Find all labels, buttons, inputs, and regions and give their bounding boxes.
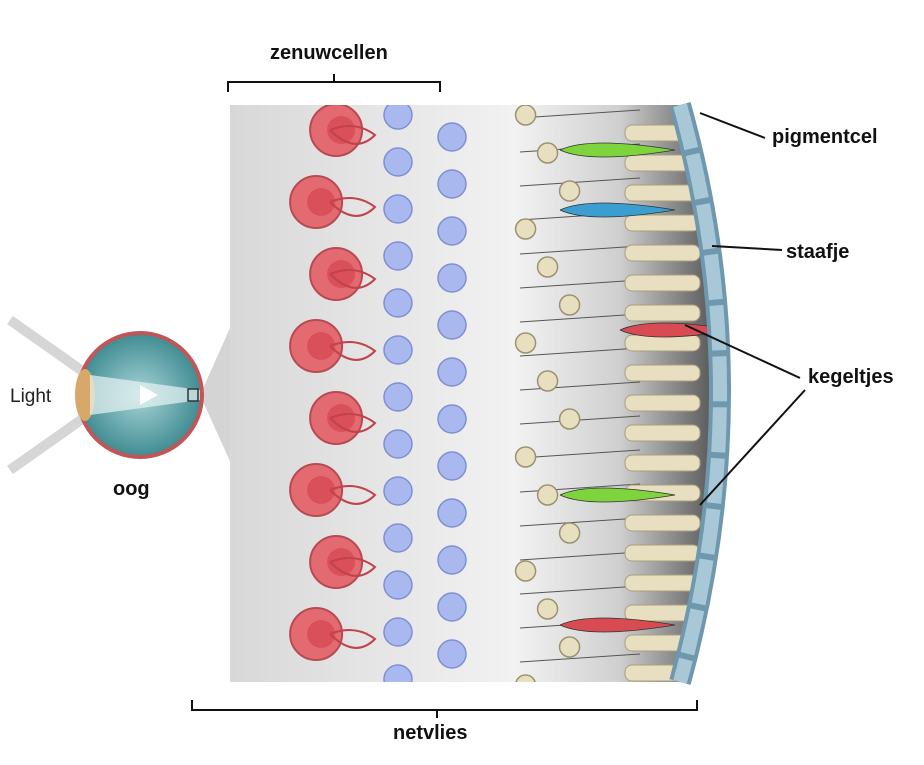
bipolar-cell <box>437 498 467 528</box>
ganglion-nucleus <box>327 404 356 432</box>
photoreceptor-body <box>536 142 559 164</box>
dendrite <box>329 269 377 289</box>
amacrine-cell <box>383 523 413 553</box>
bipolar-cell <box>437 639 467 669</box>
cone-cell <box>559 202 676 218</box>
bipolar-cell <box>437 169 467 199</box>
photoreceptor-body <box>558 294 581 316</box>
axon-line <box>519 381 641 391</box>
pigment-cell-label: pigmentcel <box>772 126 878 148</box>
axon-line <box>519 279 641 289</box>
bipolar-cell <box>437 592 467 622</box>
photoreceptor-body <box>514 218 537 240</box>
photoreceptor-body <box>558 522 581 544</box>
photoreceptor-body <box>514 560 537 582</box>
photoreceptor-body <box>514 332 537 354</box>
bipolar-cell <box>437 310 467 340</box>
bipolar-cell <box>437 122 467 152</box>
amacrine-cell <box>383 335 413 365</box>
rod-outer-segment <box>624 364 701 382</box>
retina-section <box>230 105 720 696</box>
photoreceptor-body <box>536 484 559 506</box>
photoreceptor-body <box>558 180 581 202</box>
ganglion-nucleus <box>327 548 356 576</box>
amacrine-cell <box>383 194 413 224</box>
dendrite <box>329 629 377 649</box>
photoreceptor-body <box>536 370 559 392</box>
amacrine-cell <box>383 288 413 318</box>
dendrite <box>329 341 377 361</box>
ganglion-nucleus <box>307 188 336 216</box>
bipolar-cell <box>437 545 467 575</box>
photoreceptor-body <box>514 105 537 126</box>
axon-line <box>519 245 641 255</box>
rod-outer-segment <box>624 274 701 292</box>
amacrine-cell <box>383 664 413 682</box>
ganglion-nucleus <box>327 260 356 288</box>
ganglion-nucleus <box>307 620 336 648</box>
cone-cell <box>559 617 676 633</box>
bipolar-cell <box>437 263 467 293</box>
axon-line <box>519 551 641 561</box>
axon-line <box>519 653 641 663</box>
dendrite <box>329 413 377 433</box>
cone-cell <box>559 142 676 158</box>
retina-label: netvlies <box>393 722 468 744</box>
retina-bracket <box>191 700 698 718</box>
rod-outer-segment <box>624 304 701 322</box>
ganglion-nucleus <box>307 332 336 360</box>
amacrine-cell <box>383 617 413 647</box>
rod-label: staafje <box>786 241 850 263</box>
eye-illustration <box>7 315 204 475</box>
rod-outer-segment <box>624 424 701 442</box>
rod-outer-segment <box>624 334 701 352</box>
dendrite <box>329 125 377 145</box>
light-label: Light <box>10 386 52 407</box>
axon-line <box>519 517 641 527</box>
amacrine-cell <box>383 429 413 459</box>
axon-line <box>520 688 640 696</box>
cones-label: kegeltjes <box>808 366 894 388</box>
rod-outer-segment <box>624 244 701 262</box>
ganglion-nucleus <box>327 116 356 144</box>
photoreceptor-body <box>536 256 559 278</box>
eye-label: oog <box>113 478 150 500</box>
bipolar-cell <box>437 357 467 387</box>
cone-cell <box>619 322 720 338</box>
nerve-cells-label: zenuwcellen <box>270 42 388 64</box>
bipolar-cell <box>437 216 467 246</box>
axon-line <box>519 313 641 323</box>
rod-outer-segment <box>624 214 701 232</box>
amacrine-cell <box>383 476 413 506</box>
amacrine-cell <box>383 241 413 271</box>
axon-line <box>519 585 641 595</box>
dendrite <box>329 557 377 577</box>
rod-outer-segment <box>624 544 701 562</box>
rod-outer-segment <box>624 394 701 412</box>
bipolar-cell <box>437 451 467 481</box>
amacrine-cell <box>383 382 413 412</box>
amacrine-cell <box>383 147 413 177</box>
cone-cell <box>559 487 676 503</box>
axon-line <box>519 347 641 357</box>
axon-line <box>519 449 641 459</box>
dendrite <box>329 485 377 505</box>
amacrine-cell <box>383 105 413 130</box>
rod-outer-segment <box>624 574 701 592</box>
bipolar-cell <box>437 404 467 434</box>
dendrite <box>329 197 377 217</box>
rod-outer-segment <box>624 454 701 472</box>
photoreceptor-body <box>536 598 559 620</box>
amacrine-cell <box>383 570 413 600</box>
ganglion-nucleus <box>307 476 336 504</box>
photoreceptor-body <box>558 408 581 430</box>
axon-line <box>519 177 641 187</box>
photoreceptor-body <box>558 636 581 658</box>
nerve-cells-bracket <box>227 74 441 92</box>
photoreceptor-body <box>514 446 537 468</box>
photoreceptor-body <box>514 674 537 682</box>
rod-outer-segment <box>624 514 701 532</box>
axon-line <box>519 109 641 119</box>
